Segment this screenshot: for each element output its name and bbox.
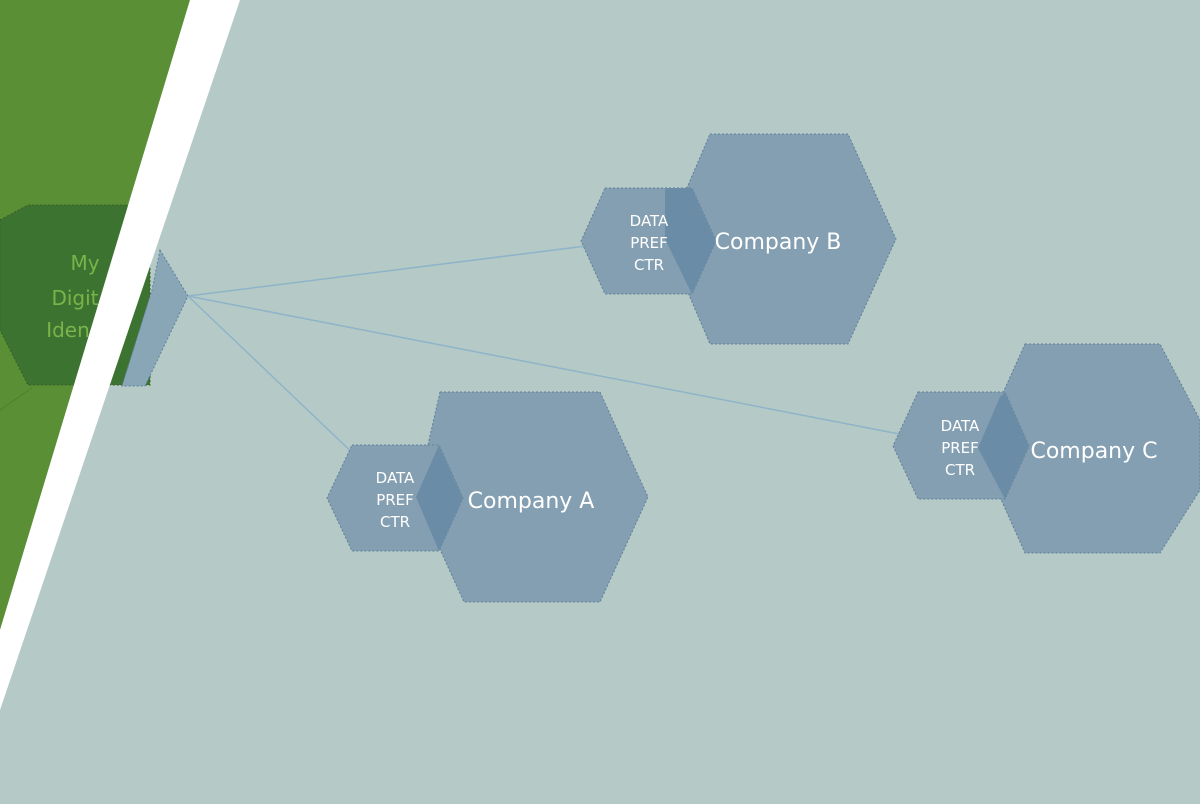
divider-band — [0, 0, 240, 710]
overlap-b — [665, 188, 716, 294]
identity-label-line-3: Iden — [46, 318, 90, 342]
company-c-group: DATA PREF CTR Company C — [892, 343, 1200, 554]
hub-hexagon-visible — [121, 248, 189, 387]
pref-center-b-line-2: PREF — [630, 234, 668, 252]
company-c-label: Company C — [1030, 439, 1157, 464]
overlap-a — [416, 445, 463, 551]
identity-label-line-2: Digit — [51, 286, 98, 310]
connector-company-c — [187, 295, 921, 439]
pref-center-c-line-3: CTR — [945, 461, 975, 479]
pref-center-a-line-2: PREF — [376, 491, 414, 509]
identity-label-line-1: My — [70, 251, 99, 275]
connector-company-b — [187, 242, 611, 297]
pref-center-a-line-3: CTR — [380, 513, 410, 531]
connectors — [187, 242, 921, 461]
company-a-hexagon — [415, 391, 649, 603]
pref-center-b-line-1: DATA — [630, 212, 669, 230]
overlap-c — [978, 392, 1029, 499]
company-b-label: Company B — [715, 230, 842, 255]
company-a-label: Company A — [468, 489, 595, 514]
pref-center-c-line-2: PREF — [941, 439, 979, 457]
company-a-group: DATA PREF CTR Company A — [326, 391, 649, 603]
identity-hexagon: My Digit Iden — [0, 204, 151, 411]
pref-center-a-line-1: DATA — [376, 469, 415, 487]
pref-center-b-line-3: CTR — [634, 256, 664, 274]
pref-center-c-line-1: DATA — [941, 417, 980, 435]
company-b-group: DATA PREF CTR Company B — [580, 133, 897, 345]
connector-company-a — [187, 295, 361, 461]
